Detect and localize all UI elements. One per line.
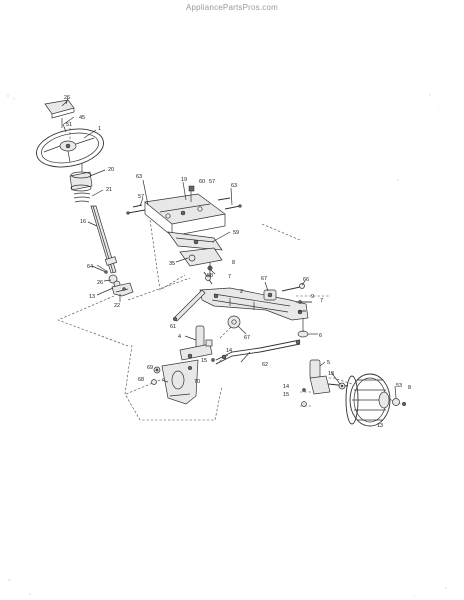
- label-60: 60: [199, 179, 205, 185]
- label-59: 59: [233, 230, 239, 236]
- left-fasteners: [151, 366, 161, 385]
- front-axle: [199, 287, 309, 321]
- label-7a: 7: [228, 274, 231, 280]
- label-6: 6: [319, 333, 322, 339]
- label-62: 62: [262, 362, 268, 368]
- part-labels: 26 45 51 1 20 21 16 64 26 13 22 63 57 19…: [64, 95, 411, 429]
- label-67b: 67: [244, 335, 250, 341]
- front-wheel: [345, 373, 391, 427]
- steering-shaft: [90, 205, 118, 274]
- label-13c: 13: [377, 423, 383, 429]
- label-57b: 57: [209, 179, 215, 185]
- right-washers: [301, 388, 307, 407]
- label-8a: 8: [232, 260, 235, 266]
- bolt-set-upper: [203, 271, 213, 285]
- right-spindle: [309, 359, 349, 395]
- scan-specks: [7, 94, 447, 597]
- bolt-set-right: [296, 300, 312, 312]
- label-64: 64: [87, 264, 93, 270]
- sector-plate: [179, 247, 223, 276]
- label-26b: 26: [97, 280, 103, 286]
- steering-wheel: [36, 128, 104, 168]
- label-13b: 13: [328, 371, 334, 377]
- left-spindle: [179, 325, 215, 362]
- label-20: 20: [108, 167, 114, 173]
- label-15a: 15: [201, 358, 207, 364]
- label-1: 1: [98, 126, 101, 132]
- label-45: 45: [79, 115, 85, 121]
- label-2: 2: [240, 289, 243, 295]
- label-5: 5: [327, 360, 330, 366]
- label-19: 19: [181, 177, 187, 183]
- label-26a: 26: [64, 95, 70, 101]
- label-70: 70: [194, 379, 200, 385]
- axle-washer: [227, 315, 241, 329]
- tie-rod: [215, 339, 301, 365]
- steering-arm: [161, 359, 199, 405]
- axle-end-fitting: [297, 318, 309, 338]
- steering-bracket: [126, 185, 242, 237]
- label-63a: 63: [136, 174, 142, 180]
- label-14b: 14: [283, 384, 289, 390]
- label-15b: 15: [283, 392, 289, 398]
- axle-pivot-bushing: [263, 283, 305, 301]
- label-21: 21: [106, 187, 112, 193]
- label-63b: 63: [231, 183, 237, 189]
- leader-lines: [61, 100, 397, 399]
- label-61: 61: [170, 324, 176, 330]
- label-69: 69: [147, 365, 153, 371]
- watermark-text: AppliancePartsPros.com: [186, 3, 278, 12]
- label-4: 4: [178, 334, 181, 340]
- label-14a: 14: [226, 348, 232, 354]
- label-53: 53: [396, 383, 402, 389]
- label-35: 35: [169, 261, 175, 267]
- steering-bellows: [69, 163, 93, 203]
- label-9: 9: [311, 294, 314, 300]
- label-7b: 7: [320, 298, 323, 304]
- sector-gear: [167, 231, 223, 251]
- label-8b: 8: [408, 385, 411, 391]
- label-57a: 57: [138, 194, 144, 200]
- wheel-hardware: [338, 382, 407, 407]
- label-16: 16: [80, 219, 86, 225]
- label-51: 51: [66, 122, 72, 128]
- label-13a: 13: [89, 294, 95, 300]
- pinion-gear-assembly: [91, 265, 134, 297]
- label-22: 22: [114, 303, 120, 309]
- drag-link: [172, 289, 206, 322]
- label-66: 66: [303, 277, 309, 283]
- label-68: 68: [138, 377, 144, 383]
- label-58: 58: [207, 273, 213, 279]
- label-67a: 67: [261, 276, 267, 282]
